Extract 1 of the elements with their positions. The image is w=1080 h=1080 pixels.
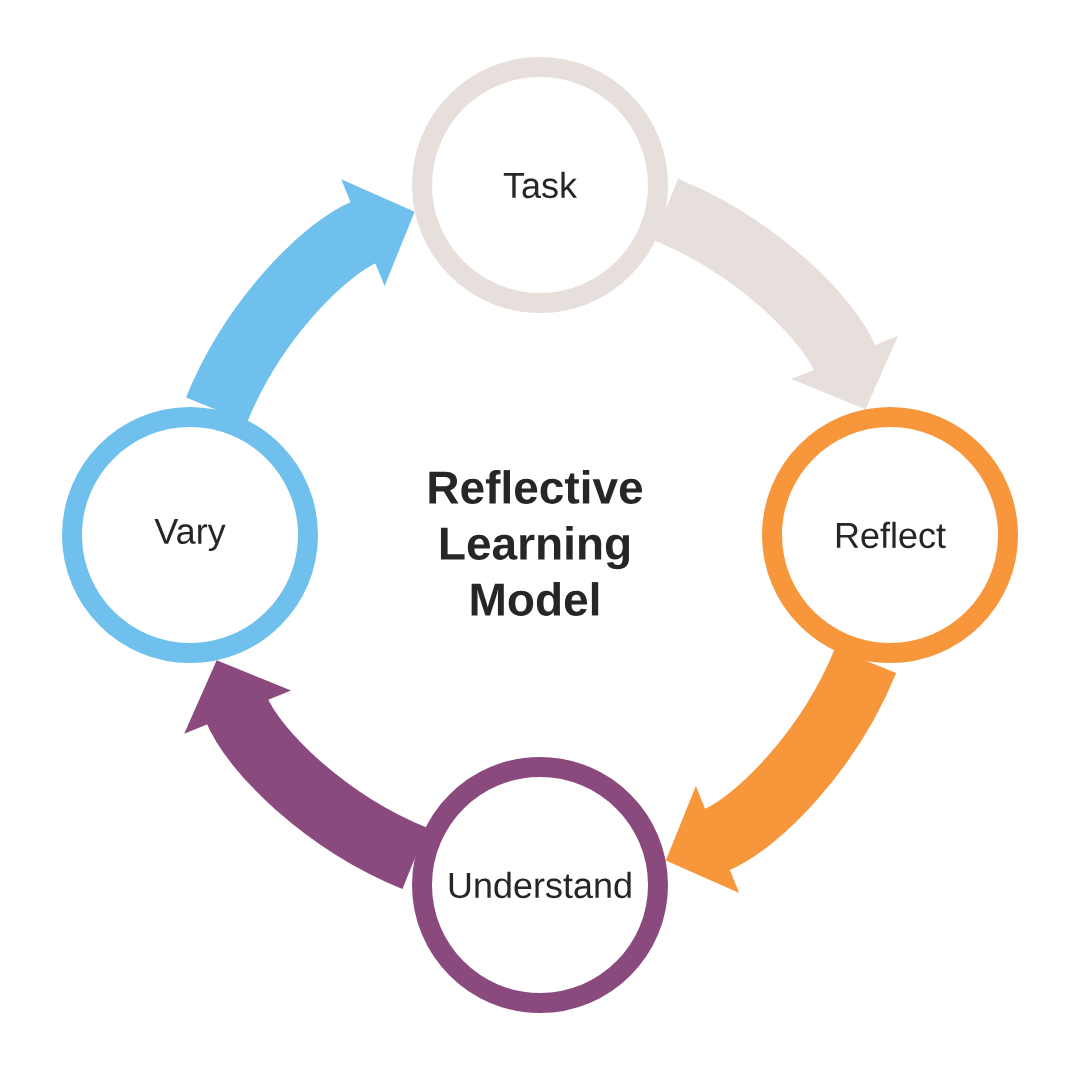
title: Reflective Learning Model: [429, 470, 643, 616]
